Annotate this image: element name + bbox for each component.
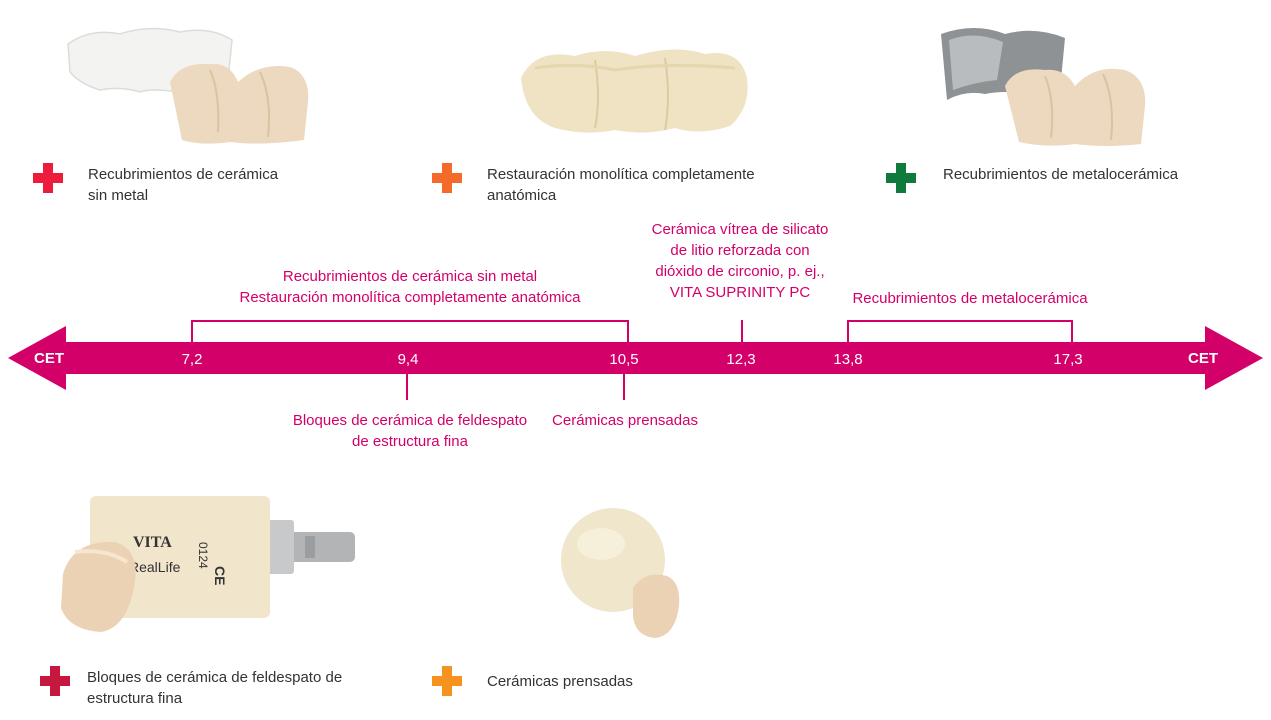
plus-icon (432, 163, 462, 193)
block-product-text: RealLife (129, 559, 181, 575)
axis-tick-label: 13,8 (833, 351, 863, 368)
axis-tick-label: 17,3 (1053, 351, 1083, 368)
legend-feldspar-label: Bloques de cerámica de feldespato de est… (87, 669, 343, 707)
annotation-metal-ceramic-range: Recubrimientos de metalocerámica (852, 290, 1088, 307)
annotation-pressed: Cerámicas prensadas (552, 412, 698, 429)
plus-icon (886, 163, 916, 193)
legend-all-ceramic-label: Recubrimientos de cerámica sin metal (88, 166, 279, 204)
marker-lithium-silicate (741, 320, 743, 343)
axis-tick-label: 9,4 (397, 351, 419, 368)
plus-icon (33, 163, 63, 193)
marker-pressed (623, 372, 625, 400)
monolithic-bridge-image (521, 49, 748, 133)
axis-end-label-left: CET (34, 350, 64, 367)
annotation-all-ceramic-range: Recubrimientos de cerámica sin metal Res… (239, 268, 581, 306)
block-brand-text: VITA (133, 534, 172, 551)
legend-monolithic-label: Restauración monolítica completamente an… (487, 166, 755, 204)
axis-tick-label: 7,2 (181, 351, 203, 368)
block-ce-text: CE (212, 566, 228, 585)
marker-feldspar (406, 372, 408, 400)
annotation-feldspar: Bloques de cerámica de feldespato de est… (292, 412, 528, 450)
plus-icon (40, 666, 70, 696)
annotation-lithium-silicate: Cerámica vítrea de silicato de litio ref… (651, 221, 829, 301)
range-bracket-metal-ceramic (847, 320, 1073, 345)
all-ceramic-bridge-image (67, 27, 309, 144)
range-bracket-all-ceramic (191, 320, 629, 345)
axis-tick-label: 12,3 (726, 351, 756, 368)
axis-tick-label: 10,5 (609, 351, 639, 368)
cet-axis-arrow (8, 326, 1263, 390)
pressed-ceramic-image (561, 508, 680, 638)
plus-icon (432, 666, 462, 696)
legend-pressed-label: Cerámicas prensadas (487, 673, 633, 690)
block-lot-text: 0124 (196, 542, 210, 569)
legend-metal-ceramic-label: Recubrimientos de metalocerámica (943, 166, 1179, 183)
metal-ceramic-bridge-image (941, 28, 1146, 146)
vita-reallife-block-image: VITA RealLife 0124 CE (61, 496, 355, 632)
axis-end-label-right: CET (1188, 350, 1218, 367)
